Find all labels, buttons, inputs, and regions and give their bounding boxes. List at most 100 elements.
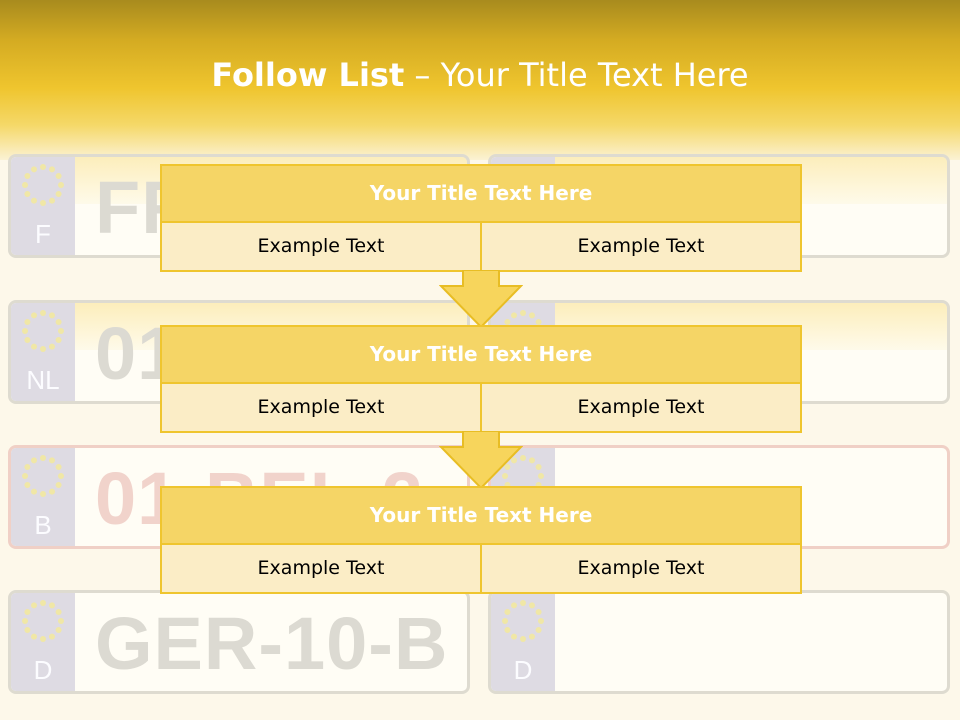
eu-star-icon — [31, 602, 37, 609]
eu-star-icon — [511, 312, 517, 319]
plate-country-code: D — [513, 655, 533, 685]
eu-star-icon — [49, 488, 55, 495]
eu-star-icon — [31, 633, 37, 640]
eu-star-icon — [40, 346, 46, 352]
eu-star-icon — [504, 319, 511, 325]
follow-step-3: Your Title Text Here Example Text Exampl… — [160, 486, 802, 594]
step-title: Your Title Text Here — [162, 327, 800, 384]
eu-star-icon — [55, 627, 62, 633]
eu-band: NL — [11, 303, 75, 401]
eu-star-icon — [24, 627, 31, 633]
step-cell-left: Example Text — [257, 396, 385, 418]
eu-star-icon — [40, 310, 46, 316]
eu-star-icon — [55, 319, 62, 325]
eu-star-icon — [502, 473, 508, 479]
eu-star-icon — [55, 337, 62, 343]
step-title: Your Title Text Here — [162, 488, 800, 545]
eu-star-icon — [535, 627, 542, 633]
eu-star-icon — [49, 166, 55, 173]
eu-star-icon — [49, 343, 55, 350]
follow-step-2: Your Title Text Here Example Text Exampl… — [160, 325, 802, 433]
eu-star-icon — [31, 343, 37, 350]
plate-country-code: D — [33, 655, 53, 685]
eu-star-icon — [31, 457, 37, 464]
step-cell-left: Example Text — [257, 235, 385, 257]
plate-country-code: F — [35, 219, 51, 249]
plate-country-code: NL — [26, 365, 60, 395]
eu-star-icon — [535, 609, 542, 615]
plate-number: GER-10-B — [95, 602, 449, 685]
eu-star-icon — [511, 633, 517, 640]
eu-star-icon — [504, 609, 511, 615]
eu-star-icon — [31, 312, 37, 319]
slide-title-rest: – Your Title Text Here — [404, 56, 749, 94]
eu-star-icon — [40, 636, 46, 642]
eu-star-icon — [529, 457, 535, 464]
eu-star-icon — [24, 173, 31, 179]
eu-star-icon — [538, 618, 544, 624]
eu-star-icon — [504, 627, 511, 633]
eu-star-icon — [529, 633, 535, 640]
eu-star-icon — [55, 464, 62, 470]
license-plate-germany: D GER-10-B — [8, 590, 470, 694]
header-band — [0, 0, 960, 160]
eu-star-icon — [40, 164, 46, 170]
eu-star-icon — [31, 166, 37, 173]
eu-star-icon — [40, 491, 46, 497]
eu-star-icon — [24, 609, 31, 615]
step-title: Your Title Text Here — [162, 166, 800, 223]
eu-star-icon — [31, 488, 37, 495]
eu-star-icon — [55, 482, 62, 488]
down-arrow-icon — [439, 270, 523, 329]
eu-star-icon — [535, 482, 542, 488]
eu-star-icon — [55, 173, 62, 179]
eu-star-icon — [40, 455, 46, 461]
eu-star-icon — [520, 600, 526, 606]
eu-star-icon — [22, 328, 28, 334]
eu-star-icon — [538, 473, 544, 479]
eu-star-icon — [55, 609, 62, 615]
eu-star-icon — [520, 636, 526, 642]
eu-star-icon — [504, 464, 511, 470]
step-cell-left: Example Text — [257, 557, 385, 579]
license-plate-germany-2: D — [488, 590, 950, 694]
eu-star-icon — [520, 455, 526, 461]
eu-star-icon — [40, 200, 46, 206]
eu-star-icon — [49, 602, 55, 609]
eu-star-icon — [40, 600, 46, 606]
eu-star-icon — [535, 464, 542, 470]
eu-star-icon — [511, 602, 517, 609]
eu-star-icon — [55, 191, 62, 197]
slide-title: Follow List – Your Title Text Here — [0, 56, 960, 94]
eu-band: D — [11, 593, 75, 691]
eu-star-icon — [24, 191, 31, 197]
follow-step-1: Your Title Text Here Example Text Exampl… — [160, 164, 802, 272]
eu-star-icon — [49, 197, 55, 204]
eu-star-icon — [49, 312, 55, 319]
eu-star-icon — [24, 482, 31, 488]
eu-star-icon — [31, 197, 37, 204]
eu-star-icon — [58, 182, 64, 188]
eu-star-icon — [49, 633, 55, 640]
step-cell-right: Example Text — [480, 545, 800, 592]
plate-country-code: B — [34, 510, 52, 540]
eu-star-icon — [529, 312, 535, 319]
eu-band: D — [491, 593, 555, 691]
eu-star-icon — [58, 328, 64, 334]
eu-star-icon — [58, 473, 64, 479]
eu-star-icon — [58, 618, 64, 624]
step-cell-right: Example Text — [480, 384, 800, 431]
eu-star-icon — [22, 182, 28, 188]
step-cell-right: Example Text — [480, 223, 800, 270]
eu-star-icon — [24, 464, 31, 470]
eu-star-icon — [22, 473, 28, 479]
eu-band: F — [11, 157, 75, 255]
eu-star-icon — [24, 337, 31, 343]
down-arrow-icon — [439, 431, 523, 490]
eu-star-icon — [511, 457, 517, 464]
eu-star-icon — [49, 457, 55, 464]
eu-star-icon — [535, 319, 542, 325]
eu-star-icon — [22, 618, 28, 624]
eu-star-icon — [504, 482, 511, 488]
slide-title-bold: Follow List — [211, 56, 405, 94]
